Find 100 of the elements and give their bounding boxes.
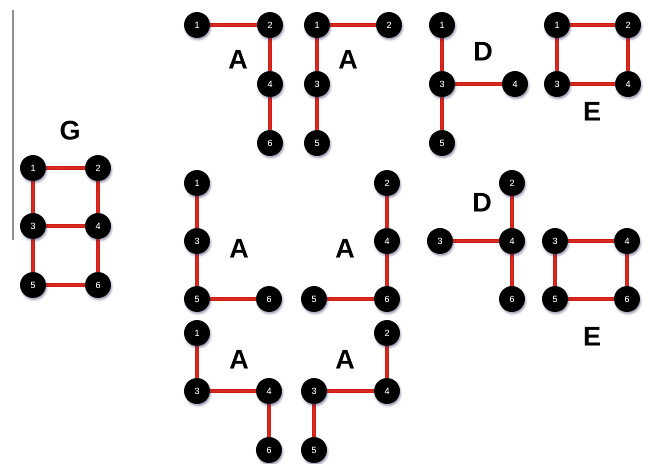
vertex-circle <box>256 378 282 404</box>
vertex-number: 1 <box>194 178 200 188</box>
subgraph-letter: A <box>229 346 249 374</box>
graph-edge <box>327 389 374 393</box>
subgraph-letter: E <box>583 324 601 350</box>
vertex-circle <box>304 130 330 156</box>
graph-edge <box>510 254 514 286</box>
vertex-number: 6 <box>95 280 100 290</box>
vertex-circle <box>542 228 568 254</box>
vertex-number: 6 <box>509 294 514 304</box>
subgraph-letter: A <box>335 236 355 262</box>
vertex-number: 3 <box>311 386 316 396</box>
graph-edge <box>267 404 271 437</box>
vertex-number: 2 <box>625 20 630 30</box>
graph-edge <box>195 254 199 286</box>
graph-edge <box>315 38 319 71</box>
vertex-circle <box>85 272 111 298</box>
vertex-circle <box>429 130 455 156</box>
vertex-number: 2 <box>386 20 392 30</box>
vertex-circle <box>615 71 641 97</box>
vertex-number: 2 <box>95 164 100 172</box>
vertex-circle <box>184 286 210 312</box>
vertex-number: 4 <box>95 222 100 230</box>
graph-edge <box>330 23 376 27</box>
subgraph-letter: A <box>335 346 355 374</box>
subgraph-letter: E <box>583 98 601 126</box>
vertex-circle <box>256 437 282 463</box>
vertex-number: 6 <box>266 294 272 304</box>
graph-edge <box>96 181 100 213</box>
graph-edge <box>327 297 374 301</box>
vertex-circle <box>184 228 210 254</box>
vertex-circle <box>499 170 525 196</box>
vertex-number: 3 <box>194 236 200 246</box>
vertex-circle <box>257 71 283 97</box>
graph-edge <box>46 283 85 287</box>
vertex-number: 6 <box>624 294 630 304</box>
graph-edge <box>510 196 514 228</box>
graph-edge <box>385 196 389 228</box>
graph-edge <box>555 38 559 71</box>
vertex-circle <box>374 286 400 312</box>
vertex-number: 5 <box>311 446 316 454</box>
subgraph-letter: A <box>229 236 249 262</box>
vertex-circle <box>499 286 525 312</box>
graph-edge <box>570 23 615 27</box>
graph-edge <box>553 254 557 286</box>
vertex-circle <box>184 12 210 38</box>
vertex-circle <box>301 437 327 463</box>
graph-edge <box>46 224 85 228</box>
graph-edge <box>268 97 272 130</box>
vertex-circle <box>374 228 400 254</box>
vertex-number: 1 <box>194 328 200 338</box>
graph-edge <box>440 38 444 71</box>
vertex-number: 1 <box>194 20 200 30</box>
graph-edge <box>455 82 502 86</box>
subgraph-letter: D <box>473 38 493 66</box>
vertex-number: 4 <box>509 236 514 246</box>
vertex-circle <box>20 272 46 298</box>
vertex-number: 4 <box>512 80 518 88</box>
graph-edge <box>31 239 35 272</box>
vertex-circle <box>20 213 46 239</box>
vertex-circle <box>374 320 400 346</box>
vertex-number: 6 <box>267 138 272 148</box>
graph-edge <box>385 254 389 286</box>
graph-edge <box>210 23 257 27</box>
vertex-number: 3 <box>439 80 444 88</box>
graph-edge <box>195 346 199 378</box>
vertex-number: 4 <box>384 236 390 246</box>
vertex-number: 1 <box>439 20 444 30</box>
vertex-number: 1 <box>30 164 36 172</box>
vertex-circle <box>499 228 525 254</box>
vertex-number: 4 <box>624 236 630 246</box>
vertex-number: 3 <box>314 80 320 88</box>
graph-edge <box>46 166 85 170</box>
vertex-number: 3 <box>30 222 36 230</box>
vertex-circle <box>184 170 210 196</box>
vertex-circle <box>301 378 327 404</box>
graph-edge <box>315 97 319 130</box>
vertex-circle <box>184 378 210 404</box>
graph-edge <box>312 404 316 437</box>
graph-edge <box>453 239 499 243</box>
graph-edge <box>210 297 256 301</box>
vertex-circle <box>502 71 528 97</box>
graph-edge <box>568 239 614 243</box>
vertex-number: 6 <box>384 294 390 304</box>
graph-edge <box>626 38 630 71</box>
vertex-number: 5 <box>552 294 558 304</box>
vertex-number: 1 <box>314 20 320 30</box>
graph-edge <box>385 346 389 378</box>
vertex-circle <box>256 286 282 312</box>
vertex-circle <box>304 71 330 97</box>
vertex-circle <box>85 213 111 239</box>
vertex-circle <box>85 155 111 181</box>
vertex-circle <box>376 12 402 38</box>
vertex-circle <box>544 71 570 97</box>
vertex-circle <box>301 286 327 312</box>
graph-edge <box>440 97 444 130</box>
vertex-number: 6 <box>266 446 272 454</box>
vertex-number: 4 <box>267 80 272 88</box>
graph-edge <box>568 297 614 301</box>
vertex-number: 5 <box>314 138 320 148</box>
